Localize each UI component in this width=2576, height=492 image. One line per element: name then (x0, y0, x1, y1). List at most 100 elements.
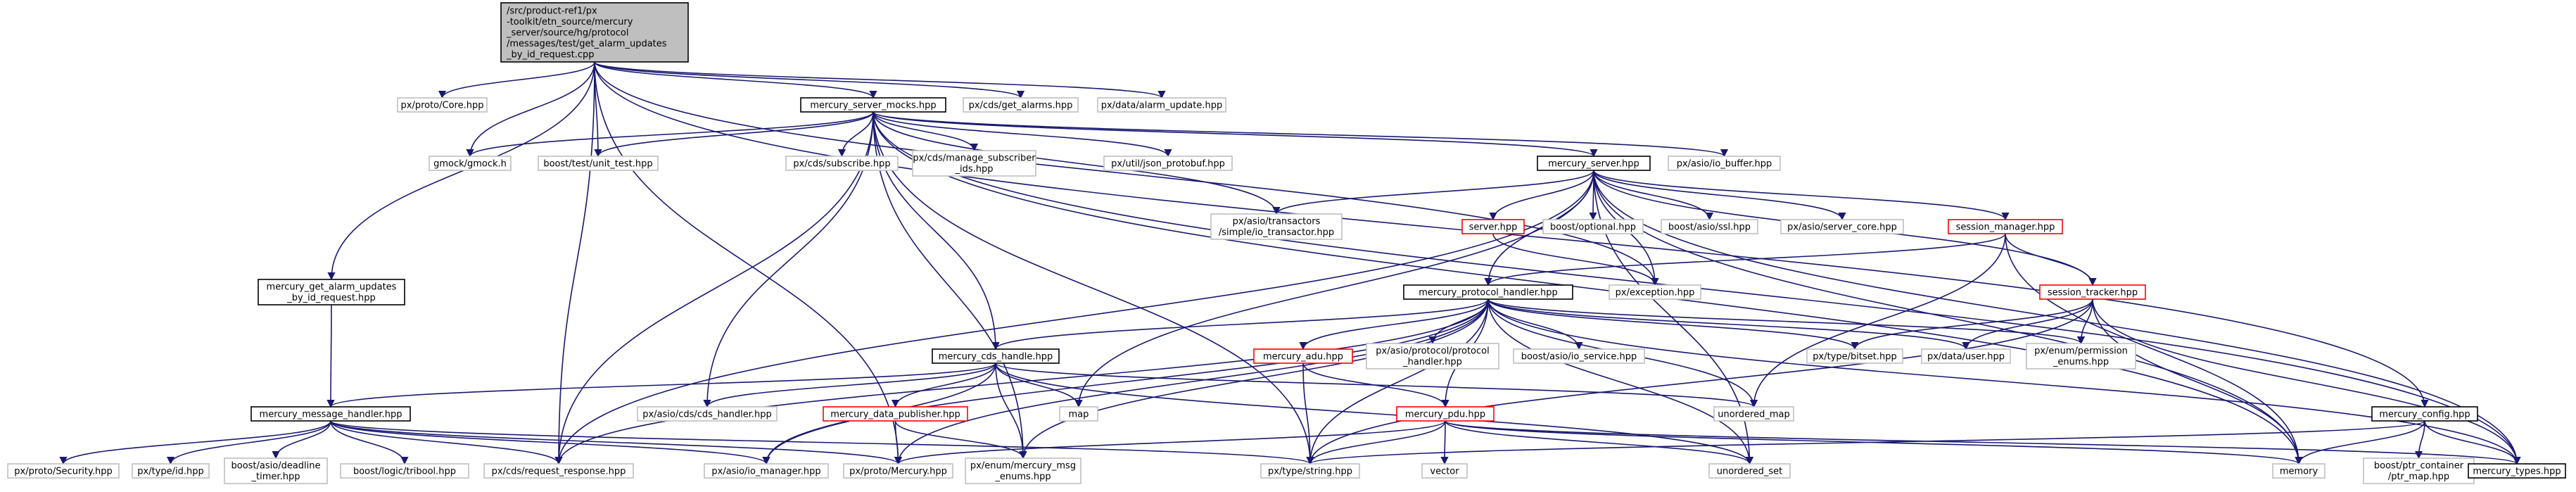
node-box-json_protobuf (1103, 156, 1233, 171)
node-proto_mercury[interactable]: px/proto/Mercury.hpp (843, 463, 953, 479)
edge-root-to-exception (594, 61, 1659, 286)
node-unordered_set[interactable]: unordered_set (1708, 463, 1791, 479)
edge-mercury_server-to-server_core (1593, 170, 1846, 221)
node-cds_subscribe[interactable]: px/cds/subscribe.hpp (785, 156, 899, 171)
node-box-boost_optional (1542, 219, 1644, 234)
node-map[interactable]: map (1059, 406, 1098, 422)
node-mercury_config[interactable]: mercury_config.hpp (2371, 406, 2478, 422)
node-box-boost_ssl (1661, 219, 1758, 234)
node-label: unordered_map (1718, 409, 1790, 420)
edge-session_manager-to-memory (2005, 233, 2303, 465)
node-mercury_msg_enums[interactable]: px/enum/mercury_msg_enums.hpp (965, 458, 1081, 484)
node-boost_ssl[interactable]: boost/asio/ssl.hpp (1661, 219, 1758, 234)
edge-root-to-request_response (554, 61, 595, 465)
node-box-cds_subscribe (785, 156, 899, 171)
node-box-permission_enums (2026, 343, 2136, 370)
node-mercury_server_mocks[interactable]: mercury_server_mocks.hpp (800, 97, 946, 113)
node-session_manager[interactable]: session_manager.hpp (1948, 219, 2063, 234)
edge-session_tracker-to-permission_enums (2076, 298, 2093, 345)
node-box-mercury_message_handler (250, 406, 411, 422)
node-root[interactable]: /src/product-ref1/px-toolkit/etn_source/… (500, 2, 689, 63)
node-memory[interactable]: memory (2272, 463, 2326, 479)
node-exception[interactable]: px/exception.hpp (1609, 284, 1701, 300)
node-protocol_handler[interactable]: px/asio/protocol/protocol_handler.hpp (1366, 343, 1499, 370)
edge-mercury_adu-to-type_string (1302, 362, 1314, 465)
node-server_hpp[interactable]: server.hpp (1461, 219, 1525, 234)
edge-mercury_server_mocks-to-cds_subscribe (837, 111, 874, 158)
node-cds_get_alarms[interactable]: px/cds/get_alarms.hpp (963, 97, 1079, 113)
node-deadline_timer[interactable]: boost/asio/deadline_timer.hpp (224, 458, 328, 484)
node-label: mercury_adu.hpp (1263, 351, 1343, 362)
node-gmock[interactable]: gmock/gmock.h (429, 156, 512, 171)
node-get_alarm_updates_req[interactable]: mercury_get_alarm_updates_by_id_request.… (258, 279, 405, 305)
node-label: _timer.hpp (251, 472, 300, 482)
node-type_string[interactable]: px/type/string.hpp (1260, 463, 1360, 479)
edge-mercury_cds_handle-to-map (995, 362, 1083, 408)
node-io_manager[interactable]: px/asio/io_manager.hpp (704, 463, 829, 479)
node-type_bitset[interactable]: px/type/bitset.hpp (1806, 348, 1903, 364)
node-request_response[interactable]: px/cds/request_response.hpp (483, 463, 634, 479)
node-cds_manage_subscriber[interactable]: px/cds/manage_subscriber_ids.hpp (912, 150, 1036, 177)
node-label: /simple/io_transactor.hpp (1219, 227, 1334, 238)
node-vector[interactable]: vector (1421, 463, 1468, 479)
node-label: px/asio/cds/cds_handler.hpp (642, 409, 772, 420)
edge-session_tracker-to-type_bitset (1851, 298, 2093, 351)
node-mercury_adu[interactable]: mercury_adu.hpp (1253, 348, 1353, 364)
node-proto_security[interactable]: px/proto/Security.hpp (7, 463, 120, 479)
node-tribool[interactable]: boost/logic/tribool.hpp (340, 463, 469, 479)
edge-mercury_cds_handle-to-mercury_msg_enums (995, 362, 1027, 460)
node-mercury_server[interactable]: mercury_server.hpp (1537, 156, 1651, 171)
node-mercury_cds_handle[interactable]: mercury_cds_handle.hpp (932, 348, 1060, 364)
node-box-mercury_data_publisher (823, 406, 968, 422)
edge-session_tracker-to-data_user (1962, 298, 2093, 351)
node-box-mercury_pdu (1396, 406, 1495, 422)
node-mercury_data_publisher[interactable]: mercury_data_publisher.hpp (823, 406, 968, 422)
node-box-proto_core (397, 97, 488, 113)
node-proto_core[interactable]: px/proto/Core.hpp (397, 97, 488, 113)
edge-mercury_config-to-memory (2295, 420, 2425, 465)
node-label: boost/asio/io_service.hpp (1521, 351, 1637, 362)
node-label: px/proto/Mercury.hpp (849, 466, 947, 477)
edge-mercury_protocol_handler-to-proto_mercury (894, 298, 1489, 465)
node-label: px/util/json_protobuf.hpp (1111, 158, 1225, 169)
edge-mercury_cds_handle-to-mercury_data_publisher (891, 362, 996, 408)
node-box-memory (2272, 463, 2326, 479)
node-label: mercury_server.hpp (1548, 158, 1639, 169)
node-box-mercury_server (1537, 156, 1651, 171)
edge-mercury_protocol_handler-to-mercury_cds_handle (991, 298, 1489, 351)
node-data_user[interactable]: px/data/user.hpp (1921, 348, 2011, 364)
node-boost_io_service[interactable]: boost/asio/io_service.hpp (1513, 348, 1645, 364)
node-box-cds_manage_subscriber (912, 150, 1036, 177)
edge-session_manager-to-mercury_protocol_handler (1484, 233, 2006, 286)
node-server_core[interactable]: px/asio/server_core.hpp (1780, 219, 1904, 234)
node-mercury_pdu[interactable]: mercury_pdu.hpp (1396, 406, 1495, 422)
node-session_tracker[interactable]: session_tracker.hpp (2039, 284, 2146, 300)
node-label: mercury_message_handler.hpp (260, 409, 402, 420)
node-ptr_map[interactable]: boost/ptr_container/ptr_map.hpp (2363, 458, 2475, 484)
node-data_alarm_update[interactable]: px/data/alarm_update.hpp (1097, 97, 1226, 113)
node-unordered_map[interactable]: unordered_map (1713, 406, 1794, 422)
node-json_protobuf[interactable]: px/util/json_protobuf.hpp (1103, 156, 1233, 171)
node-label: px/cds/get_alarms.hpp (969, 100, 1073, 111)
node-simple_io_transactor[interactable]: px/asio/transactors/simple/io_transactor… (1210, 213, 1343, 240)
node-label: px/type/id.hpp (137, 466, 204, 477)
node-label: px/cds/subscribe.hpp (793, 158, 890, 169)
node-mercury_types[interactable]: mercury_types.hpp (2468, 463, 2566, 479)
edge-mercury_message_handler-to-type_id (166, 420, 331, 465)
node-boost_optional[interactable]: boost/optional.hpp (1542, 219, 1644, 234)
node-label: -toolkit/etn_source/mercury (507, 17, 633, 27)
node-box-session_manager (1948, 219, 2063, 234)
node-mercury_message_handler[interactable]: mercury_message_handler.hpp (250, 406, 411, 422)
node-mercury_protocol_handler[interactable]: mercury_protocol_handler.hpp (1403, 284, 1573, 300)
edge-mercury_server_mocks-to-mercury_msg_enums (873, 111, 1027, 460)
node-type_id[interactable]: px/type/id.hpp (132, 463, 210, 479)
node-io_buffer[interactable]: px/asio/io_buffer.hpp (1668, 156, 1781, 171)
edge-mercury_config-to-ptr_map (2414, 420, 2425, 460)
edge-mercury_server_mocks-to-request_response (554, 111, 874, 465)
node-box-boost_io_service (1513, 348, 1645, 364)
node-boost_unit_test[interactable]: boost/test/unit_test.hpp (538, 156, 659, 171)
node-cds_handler[interactable]: px/asio/cds/cds_handler.hpp (637, 406, 778, 422)
edge-mercury_server_mocks-to-type_string (873, 111, 1314, 465)
node-permission_enums[interactable]: px/enum/permission_enums.hpp (2026, 343, 2136, 370)
